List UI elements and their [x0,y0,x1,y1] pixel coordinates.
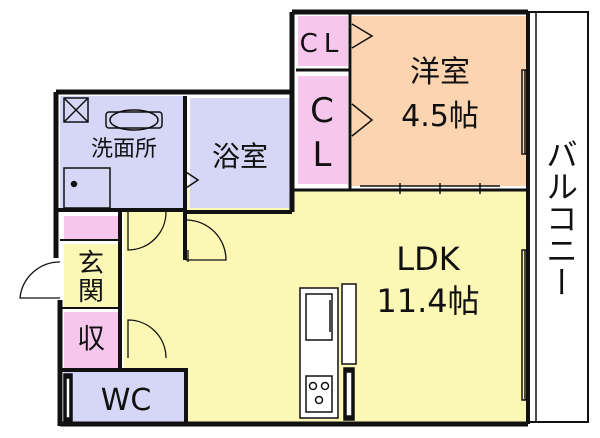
balcony-area [527,11,589,423]
closet-doors [351,23,374,137]
western-room [352,16,526,186]
closet-mid-label-c: C [310,91,334,131]
entrance-area [64,244,120,308]
wc-label: WC [101,383,152,418]
balcony-label: バルコニー [541,138,579,298]
western-room-name: 洋室 [410,55,470,90]
partition-door [360,183,500,194]
ldk-name: LDK [396,240,460,278]
bathroom [190,98,292,208]
entrance-pink-strip [64,216,120,240]
western-room-size: 4.5帖 [401,99,479,134]
hallway-doors [19,211,227,359]
storage-label: 収 [77,322,105,355]
closet-top-label: CL [300,29,345,59]
entrance-label-1: 玄 [78,249,104,279]
entrance-label-2: 関 [78,277,104,307]
wc-fixtures [63,373,73,423]
wash-fixtures [63,97,200,209]
ldk-size: 11.4帖 [376,282,479,320]
closet-mid [298,76,348,184]
closet-mid-label-l: L [313,135,332,175]
toilet-area [64,372,184,422]
closet-top [298,16,348,66]
kitchen [299,283,357,421]
windows [521,69,529,401]
washroom-label: 洗面所 [91,137,157,162]
hallway [124,210,185,368]
bath-label: 浴室 [212,140,268,173]
storage-area [64,312,120,368]
